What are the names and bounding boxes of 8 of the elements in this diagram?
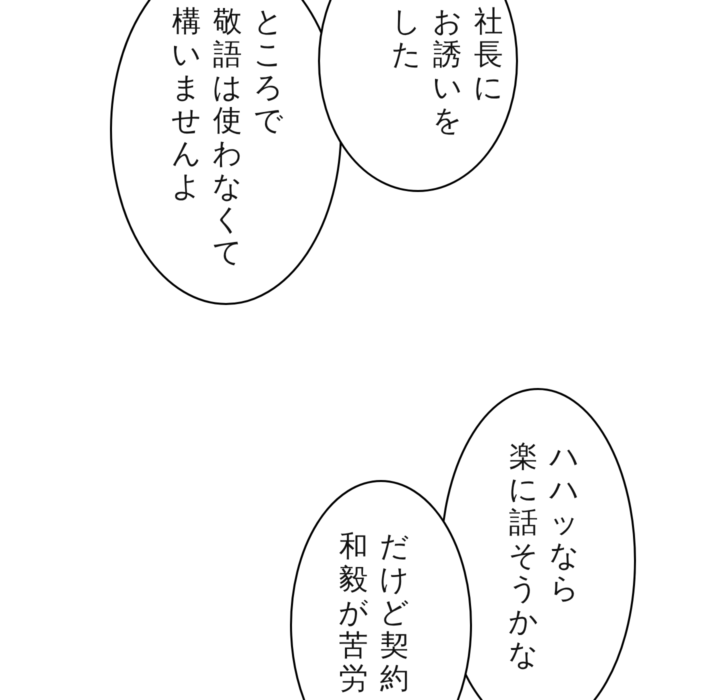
speech-text: ハハッなら楽に話そうかな [508, 440, 580, 671]
speech-bubble [318, 0, 518, 192]
speech-bubble [110, 0, 342, 305]
speech-text: だけど契約和毅が苦労 [338, 530, 410, 695]
speech-text: ところで敬語は使わなくて構いませんよ [171, 5, 284, 269]
speech-bubble [440, 388, 636, 700]
speech-text: 社長にお誘いをした [391, 5, 504, 137]
speech-bubble [290, 480, 472, 700]
